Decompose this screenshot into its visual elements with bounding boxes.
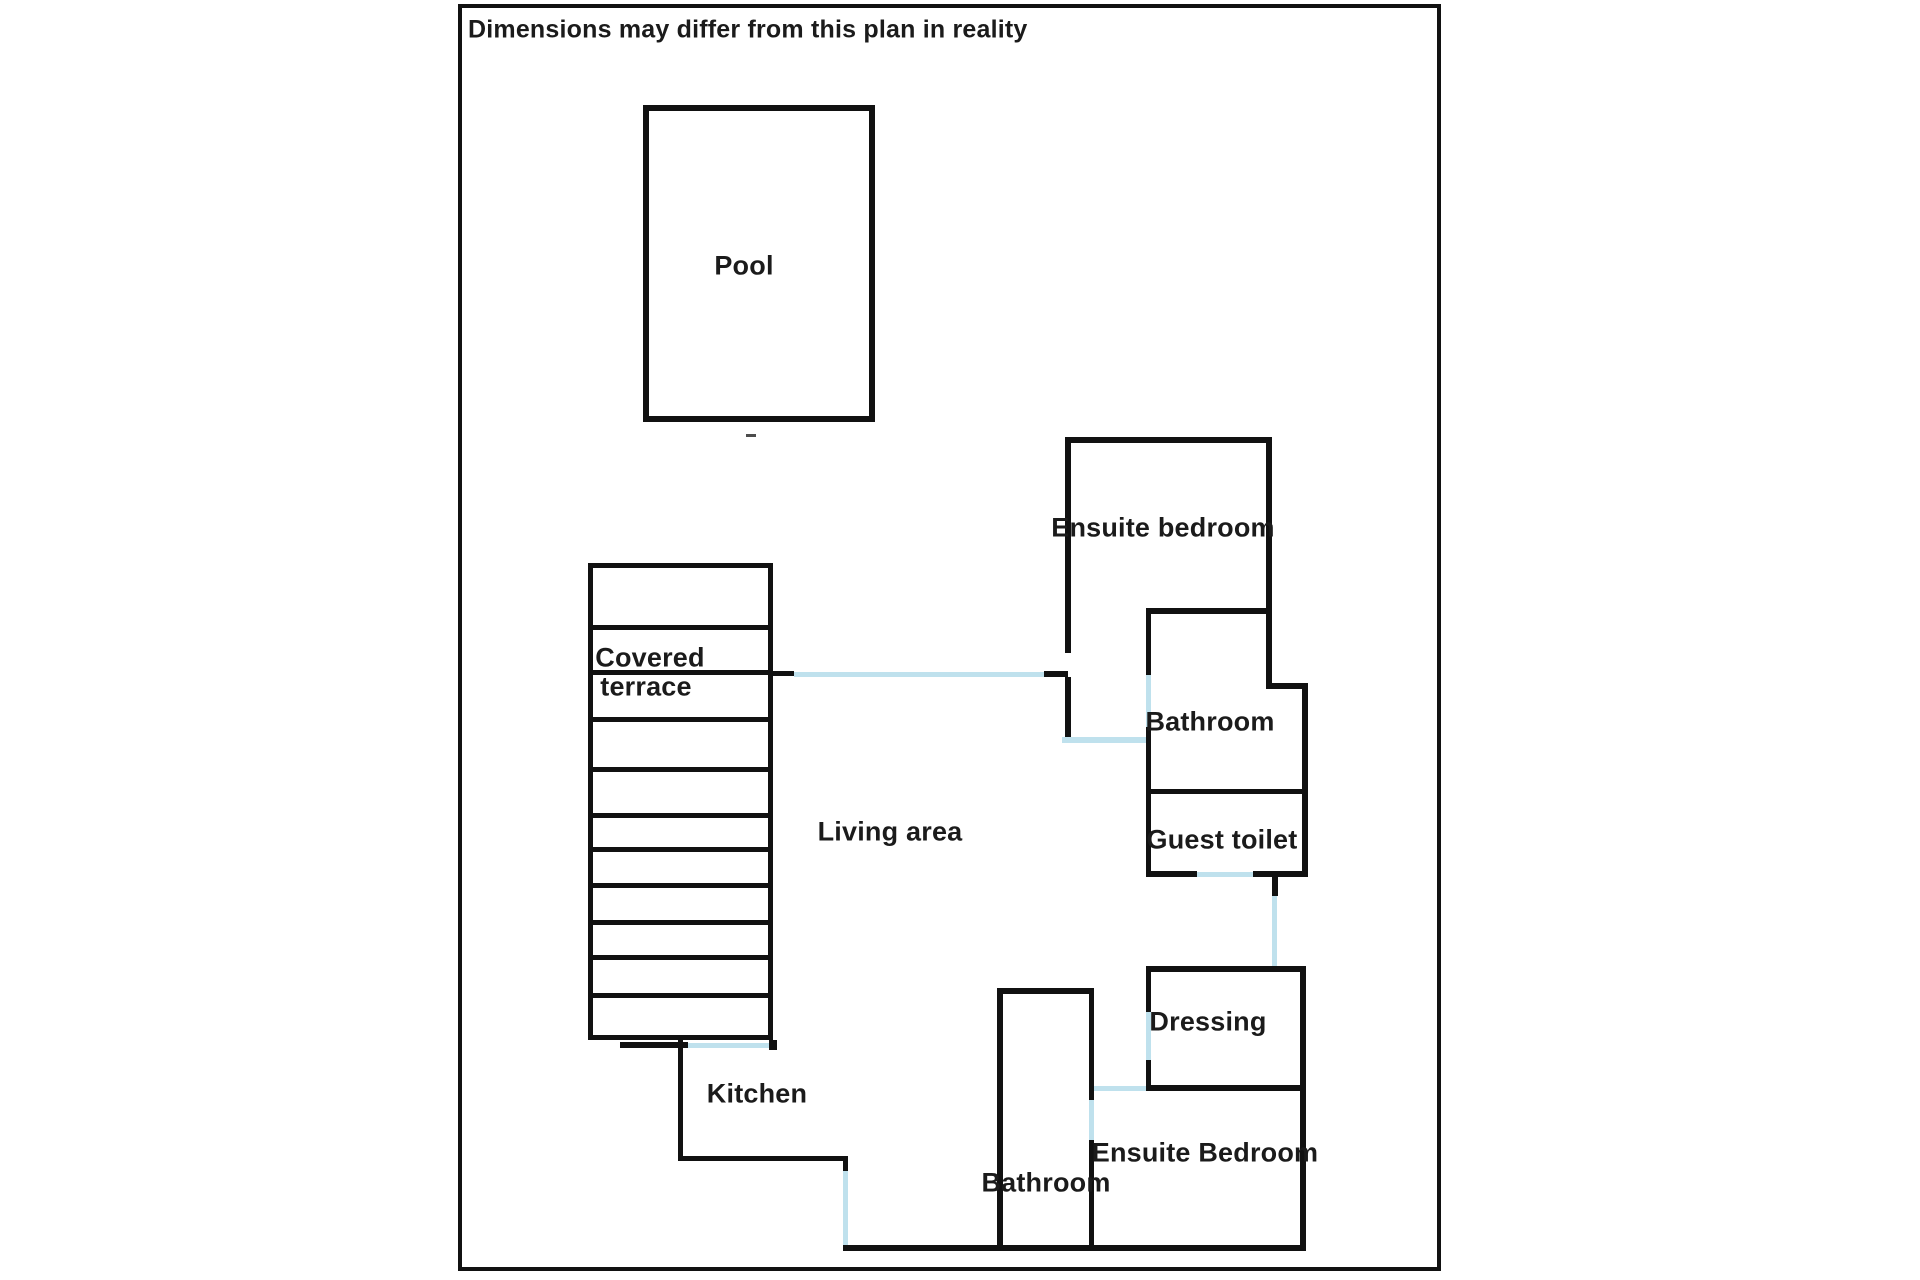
room-label-pool: Pool [714, 250, 774, 281]
wall-segment [1146, 789, 1302, 794]
door-opening [688, 1043, 769, 1048]
room-label-bathroom-bottom: Bathroom [981, 1167, 1111, 1198]
wall-segment [1266, 683, 1308, 689]
wall-stub [1272, 877, 1278, 896]
door-opening [1146, 675, 1151, 727]
wall-stub [769, 1040, 777, 1050]
room-label-ensuite-bedroom-top: Ensuite bedroom [1051, 512, 1275, 543]
wall-segment [1146, 871, 1197, 877]
terrace-stripe [588, 625, 773, 630]
wall-segment [843, 1245, 1306, 1251]
pool-mark [746, 434, 756, 437]
wall-segment [1065, 677, 1071, 739]
door-opening [843, 1171, 848, 1246]
terrace-stripe [588, 813, 773, 818]
room-label-living-area: Living area [817, 816, 963, 847]
wall-segment [1146, 608, 1151, 675]
wall-segment [620, 1042, 688, 1048]
door-opening [1272, 896, 1277, 966]
wall-segment [1302, 683, 1308, 877]
disclaimer-text: Dimensions may differ from this plan in … [468, 15, 1028, 44]
wall-segment [1300, 1085, 1306, 1251]
terrace-stripe [588, 993, 773, 998]
room-label-bathroom-top: Bathroom [1145, 706, 1275, 737]
wall-segment [1146, 608, 1272, 614]
wall-segment [1300, 966, 1306, 1091]
wall-segment [1146, 1060, 1151, 1091]
terrace-stripe [588, 767, 773, 772]
wall-segment [1065, 437, 1071, 653]
room-label-terrace: terrace [600, 671, 692, 702]
door-opening [1062, 737, 1146, 743]
wall-segment [997, 988, 1094, 994]
plan-border [458, 4, 1441, 1271]
wall-segment [1065, 437, 1272, 443]
wall-stub [843, 1156, 848, 1171]
wall-segment [1089, 1140, 1094, 1251]
wall-segment [1089, 988, 1094, 1100]
room-label-dressing: Dressing [1149, 1006, 1267, 1037]
wall-segment [1266, 437, 1272, 688]
wall-segment [1146, 727, 1151, 794]
wall-segment [678, 1156, 848, 1161]
room-label-guest-toilet: Guest toilet [1146, 824, 1298, 855]
terrace-stripe [588, 955, 773, 960]
wall-stub [771, 671, 794, 676]
wall-segment [1146, 966, 1306, 972]
wall-segment [1146, 789, 1151, 877]
room-label-covered: Covered [595, 642, 705, 673]
door-opening [1094, 1086, 1146, 1091]
door-opening [1089, 1100, 1094, 1140]
terrace-stripe [588, 883, 773, 888]
room-label-kitchen: Kitchen [706, 1078, 808, 1109]
door-opening [1146, 1012, 1151, 1060]
terrace-stripe [588, 847, 773, 852]
pool-outline [643, 105, 875, 422]
wall-stub [1044, 671, 1068, 677]
terrace-stripe [588, 670, 773, 675]
wall-segment [1253, 871, 1308, 877]
terrace-outline [588, 563, 773, 1040]
room-label-ensuite-bedroom-bottom: Ensuite Bedroom [1091, 1137, 1319, 1168]
door-opening [1197, 872, 1253, 877]
wall-segment [1146, 1085, 1306, 1091]
wall-segment [997, 988, 1003, 1251]
wall-segment [678, 1040, 683, 1161]
terrace-stripe [588, 920, 773, 925]
door-opening [794, 672, 1044, 677]
wall-segment [1146, 966, 1151, 1012]
terrace-stripe [588, 717, 773, 722]
